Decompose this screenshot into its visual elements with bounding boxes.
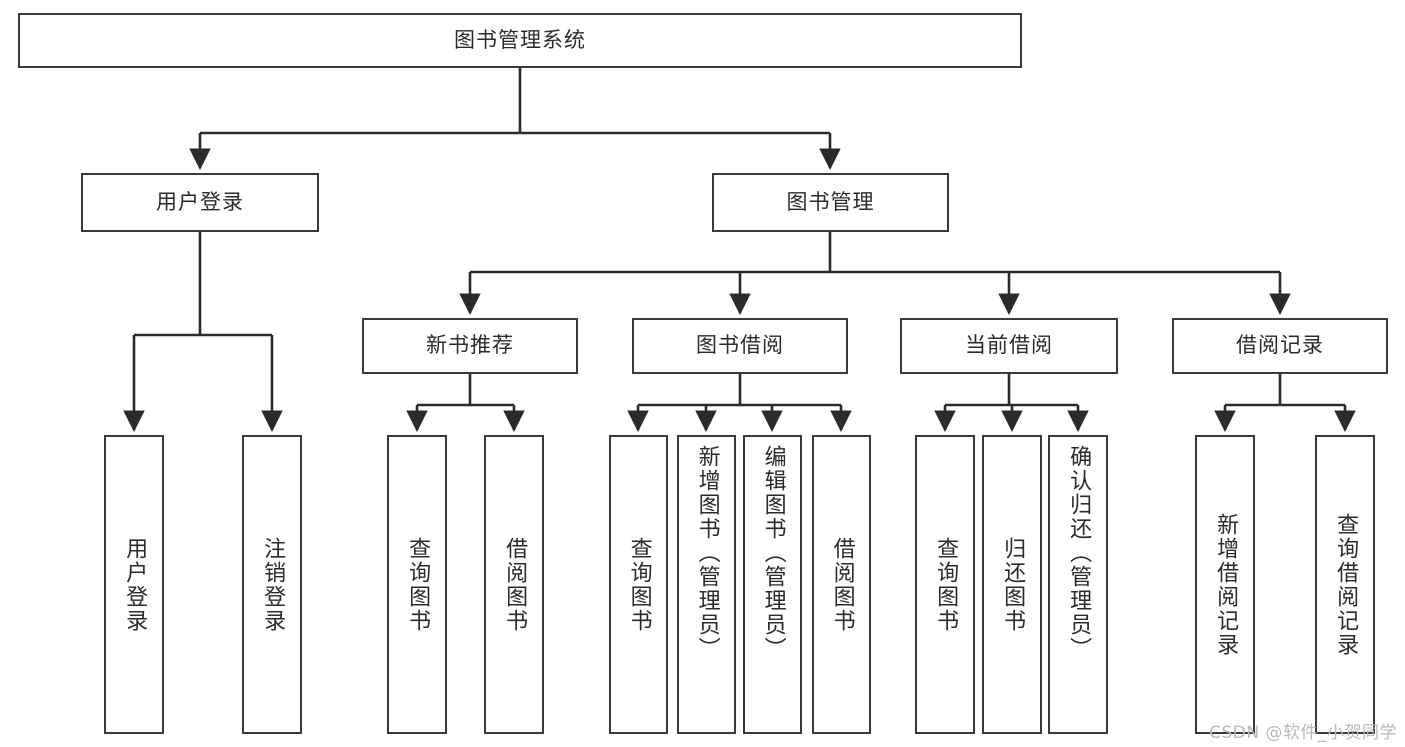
node-leaf-logout-label: 注销登录 xyxy=(260,536,286,633)
node-leaf-edit-book-label: 编辑图书（管理员） xyxy=(760,445,786,661)
node-current-borrow[interactable]: 当前借阅 xyxy=(900,318,1118,374)
node-leaf-query-record-label: 查询借阅记录 xyxy=(1333,512,1359,657)
node-new-book-rec[interactable]: 新书推荐 xyxy=(362,318,578,374)
node-leaf-query-book-cur[interactable]: 查询图书 xyxy=(915,435,975,734)
node-leaf-add-record-label: 新增借阅记录 xyxy=(1213,512,1239,657)
node-user-login[interactable]: 用户登录 xyxy=(81,173,319,232)
node-leaf-query-book-rec-label: 查询图书 xyxy=(405,536,431,633)
node-new-book-rec-label: 新书推荐 xyxy=(426,333,514,358)
node-leaf-confirm-return[interactable]: 确认归还（管理员） xyxy=(1048,435,1108,734)
node-book-manage-label: 图书管理 xyxy=(786,189,875,214)
node-leaf-user-login[interactable]: 用户登录 xyxy=(104,435,164,734)
node-leaf-logout[interactable]: 注销登录 xyxy=(242,435,302,734)
node-leaf-add-book-label: 新增图书（管理员） xyxy=(694,445,720,661)
node-leaf-query-record[interactable]: 查询借阅记录 xyxy=(1315,435,1375,734)
node-leaf-borrow-book-rec-label: 借阅图书 xyxy=(502,536,528,633)
node-leaf-user-login-label: 用户登录 xyxy=(122,536,148,633)
node-leaf-query-book-rec[interactable]: 查询图书 xyxy=(387,435,447,734)
csdn-watermark: CSDN @软件_小贺同学 xyxy=(1209,723,1397,743)
node-leaf-add-record[interactable]: 新增借阅记录 xyxy=(1195,435,1255,734)
node-leaf-return-book[interactable]: 归还图书 xyxy=(982,435,1042,734)
node-leaf-edit-book[interactable]: 编辑图书（管理员） xyxy=(743,435,802,734)
node-root-label: 图书管理系统 xyxy=(454,27,586,52)
node-leaf-query-book-borrow-label: 查询图书 xyxy=(626,536,652,633)
node-leaf-borrow-book[interactable]: 借阅图书 xyxy=(812,435,871,734)
node-borrow-record-label: 借阅记录 xyxy=(1236,333,1324,358)
node-book-manage[interactable]: 图书管理 xyxy=(712,173,949,232)
node-leaf-add-book[interactable]: 新增图书（管理员） xyxy=(677,435,736,734)
node-user-login-label: 用户登录 xyxy=(156,189,244,214)
node-borrow-record[interactable]: 借阅记录 xyxy=(1172,318,1388,374)
node-leaf-borrow-book-label: 借阅图书 xyxy=(829,536,855,633)
node-leaf-confirm-return-label: 确认归还（管理员） xyxy=(1066,445,1092,661)
node-root[interactable]: 图书管理系统 xyxy=(18,13,1022,68)
node-book-borrow-label: 图书借阅 xyxy=(696,333,784,358)
node-current-borrow-label: 当前借阅 xyxy=(965,333,1053,358)
node-leaf-borrow-book-rec[interactable]: 借阅图书 xyxy=(484,435,544,734)
node-leaf-query-book-cur-label: 查询图书 xyxy=(933,536,959,633)
node-leaf-return-book-label: 归还图书 xyxy=(1000,536,1026,633)
node-book-borrow[interactable]: 图书借阅 xyxy=(632,318,848,374)
node-leaf-query-book-borrow[interactable]: 查询图书 xyxy=(609,435,668,734)
